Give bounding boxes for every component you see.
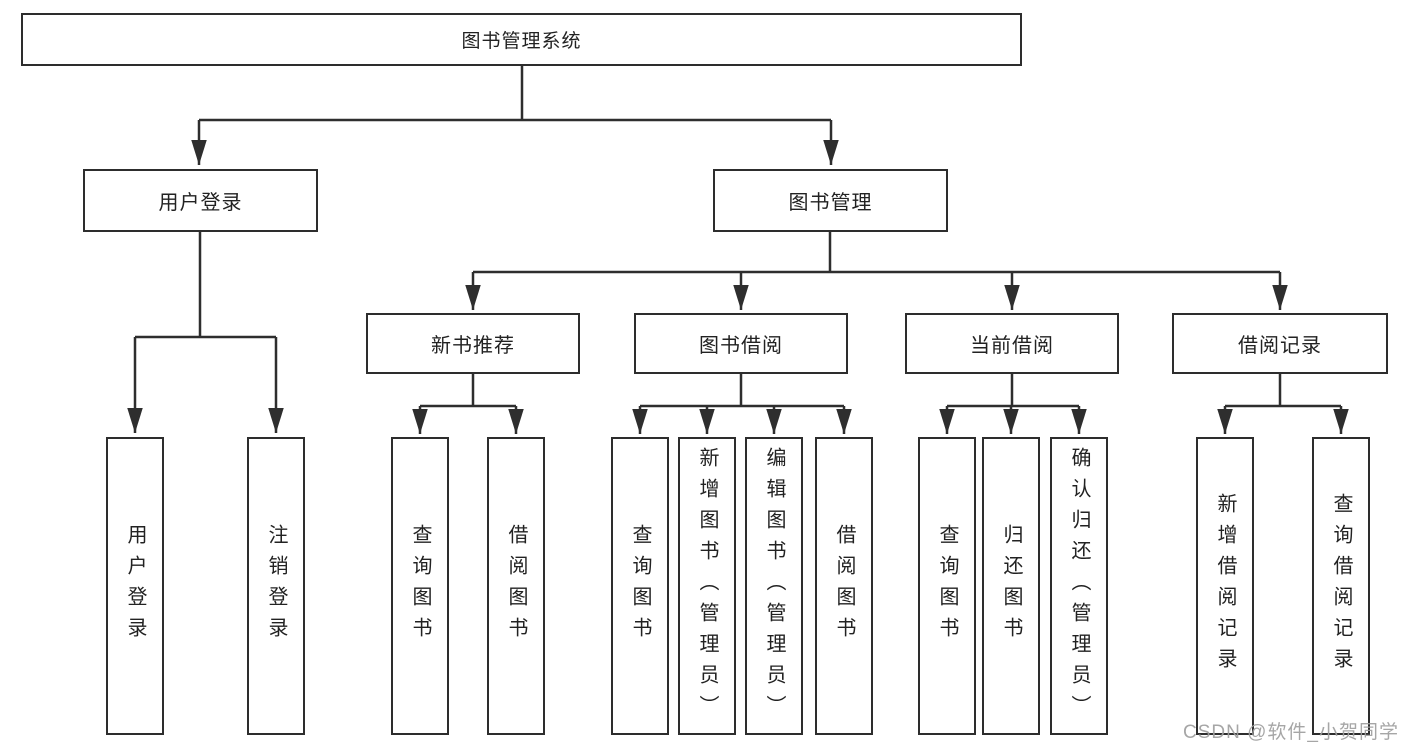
node-user-login: 用户登录: [83, 169, 318, 232]
leaf-add-borrow-record: 新增借阅记录: [1196, 437, 1254, 735]
leaf-borrow-books-recommend-label: 借阅图书: [505, 524, 527, 648]
node-library-system: 图书管理系统: [21, 13, 1022, 66]
leaf-user-login-label: 用户登录: [124, 524, 146, 648]
leaf-borrow-books-label: 借阅图书: [833, 524, 855, 648]
leaf-query-books-borrow-label: 查询图书: [629, 524, 651, 648]
leaf-query-books-recommend: 查询图书: [391, 437, 449, 735]
leaf-return-books-label: 归还图书: [1000, 524, 1022, 648]
leaf-query-books-recommend-label: 查询图书: [409, 524, 431, 648]
node-borrow-records: 借阅记录: [1172, 313, 1388, 374]
node-book-management: 图书管理: [713, 169, 948, 232]
csdn-watermark: CSDN @软件_小贺同学: [1183, 722, 1399, 743]
leaf-query-books-current: 查询图书: [918, 437, 976, 735]
leaf-logout: 注销登录: [247, 437, 305, 735]
leaf-return-books: 归还图书: [982, 437, 1040, 735]
node-current-borrow: 当前借阅: [905, 313, 1119, 374]
leaf-query-borrow-record-label: 查询借阅记录: [1330, 493, 1352, 679]
leaf-confirm-return-admin-label: 确认归还（管理员）: [1068, 446, 1090, 726]
leaf-add-borrow-record-label: 新增借阅记录: [1214, 493, 1236, 679]
leaf-query-books-current-label: 查询图书: [936, 524, 958, 648]
leaf-borrow-books: 借阅图书: [815, 437, 873, 735]
node-new-book-recommend: 新书推荐: [366, 313, 580, 374]
leaf-edit-books-admin: 编辑图书（管理员）: [745, 437, 803, 735]
leaf-confirm-return-admin: 确认归还（管理员）: [1050, 437, 1108, 735]
leaf-add-books-admin: 新增图书（管理员）: [678, 437, 736, 735]
node-book-borrow: 图书借阅: [634, 313, 848, 374]
leaf-query-books-borrow: 查询图书: [611, 437, 669, 735]
leaf-user-login: 用户登录: [106, 437, 164, 735]
leaf-edit-books-admin-label: 编辑图书（管理员）: [763, 446, 785, 726]
leaf-borrow-books-recommend: 借阅图书: [487, 437, 545, 735]
leaf-logout-label: 注销登录: [265, 524, 287, 648]
leaf-query-borrow-record: 查询借阅记录: [1312, 437, 1370, 735]
leaf-add-books-admin-label: 新增图书（管理员）: [696, 446, 718, 726]
